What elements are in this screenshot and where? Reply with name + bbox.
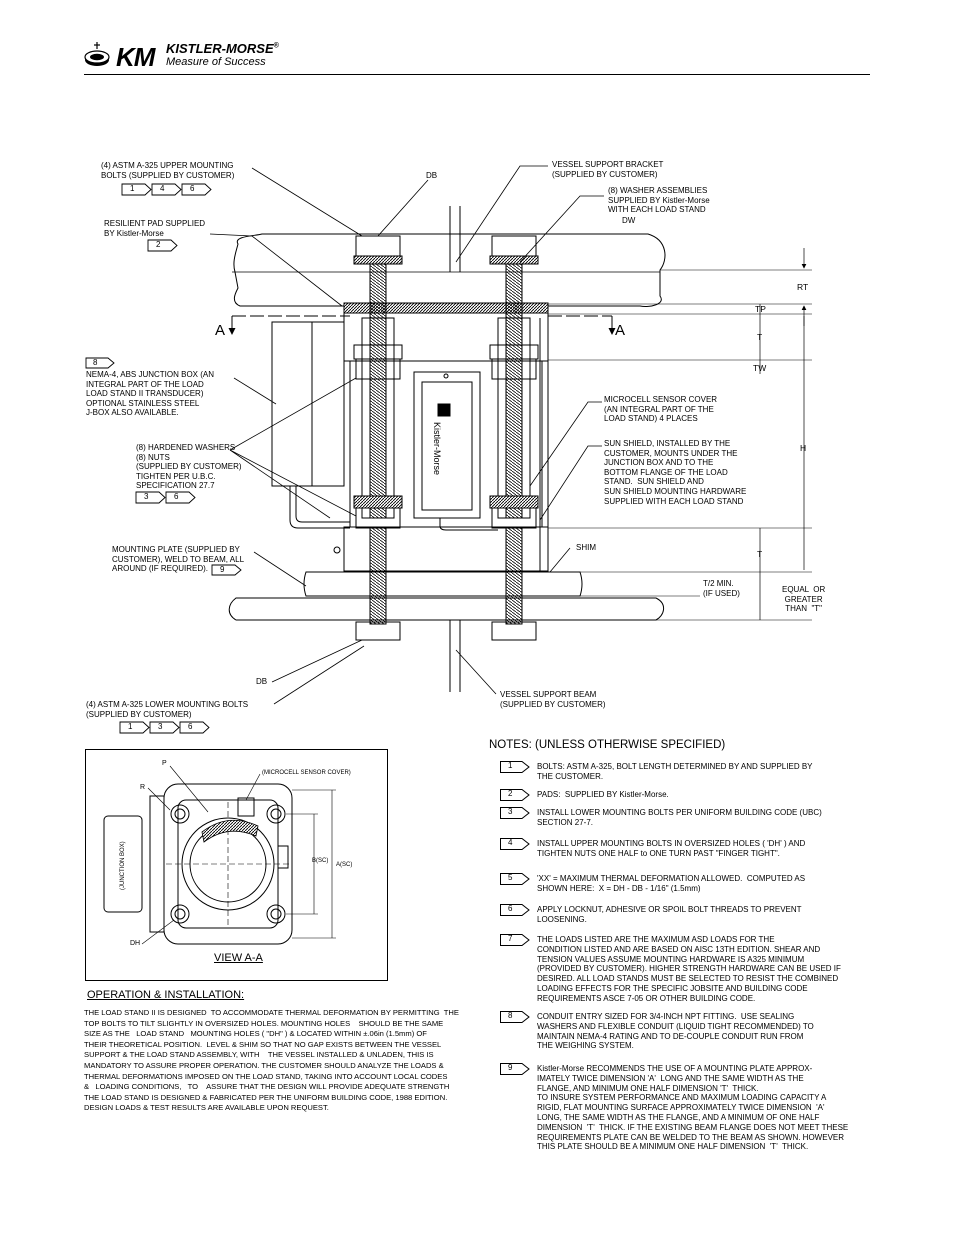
ref-3b: 3 [158,722,163,731]
note-marker [500,838,530,850]
note-number: 6 [508,904,513,913]
view-label-dh: DH [130,940,141,947]
mounting-plate-callout: MOUNTING PLATE (SUPPLIED BY CUSTOMER), W… [112,545,245,574]
note-number: 3 [508,807,513,816]
notes-title: NOTES: (UNLESS OTHERWISE SPECIFIED) [489,739,726,751]
note-marker [500,934,530,946]
brand-mark: KM [116,42,155,72]
note-number: 4 [508,838,513,847]
db-bottom-label: DB [256,677,268,686]
ref-6: 6 [190,184,195,193]
note-marker [500,807,530,819]
ref-2: 2 [156,240,161,249]
resilient-pad-callout: RESILIENT PAD SUPPLIED BY Kistler-Morse [104,219,206,238]
dim-t-top: T [757,332,763,342]
db-top-label: DB [426,171,438,180]
note-number: 8 [508,1011,513,1020]
note-marker [500,1011,530,1023]
washer-assemblies-callout: (8) WASHER ASSEMBLIES SUPPLIED BY Kistle… [608,186,710,215]
view-a-a-drawing [103,765,336,945]
ref-4: 4 [160,184,165,193]
section-a-right: A [615,322,626,339]
device-label: Kistler-Morse [432,422,442,476]
ref-1: 1 [130,184,135,193]
note-text: CONDUIT ENTRY SIZED FOR 3/4-INCH NPT FIT… [537,1012,814,1051]
note-marker [500,873,530,885]
page-header: KM KISTLER-MORSE® Measure of Success [84,36,870,75]
vessel-bracket-top [233,233,666,307]
note-number: 1 [508,761,513,770]
note-number: 5 [508,873,513,882]
view-a-a: P R DH (MICROCELL SENSOR COVER) (JUNCTIO… [85,749,388,981]
view-label-b: B(SC) [312,858,329,864]
vessel-support-beam [228,597,664,621]
dim-tp: TP [755,304,766,314]
vessel-beam-callout: VESSEL SUPPORT BEAM (SUPPLIED BY CUSTOME… [500,690,606,709]
dw-label: DW [622,216,636,225]
junction-box-callout: NEMA-4, ABS JUNCTION BOX (AN INTEGRAL PA… [86,370,215,418]
sunshield-callout: SUN SHIELD, INSTALLED BY THE CUSTOMER, M… [604,439,747,506]
dim-rt: RT [797,282,809,292]
note-text: Kistler-Morse RECOMMENDS THE USE OF A MO… [537,1064,849,1152]
view-label-p: P [162,760,167,767]
view-label-a: A(SC) [336,862,353,868]
section-a-left: A [215,322,226,339]
note-text: THE LOADS LISTED ARE THE MAXIMUM ASD LOA… [537,935,841,1003]
company-tagline: Measure of Success [166,56,266,68]
view-label-r: R [140,784,146,791]
upper-bolts-callout: (4) ASTM A-325 UPPER MOUNTING BOLTS (SUP… [101,161,235,180]
view-label-junction: (JUNCTION BOX) [120,841,126,890]
note-number: 2 [508,789,513,798]
note-marker [500,789,530,801]
operation-body: THE LOAD STAND II IS DESIGNED TO ACCOMMO… [84,1008,459,1113]
note-number: 7 [508,934,513,943]
note-marker [500,904,530,916]
note-number: 9 [508,1063,513,1072]
ref-9: 9 [220,565,225,574]
note-text: INSTALL UPPER MOUNTING BOLTS IN OVERSIZE… [537,839,806,858]
ref-8: 8 [93,358,98,367]
sensor-face [413,371,481,519]
vessel-bracket-callout: VESSEL SUPPORT BRACKET (SUPPLIED BY CUST… [552,160,664,179]
logo-icon [84,42,110,66]
equal-greater-label: EQUAL OR GREATER THAN "T" [782,585,826,614]
ref-6c: 6 [188,722,193,731]
note-marker [500,761,530,773]
shim-label: SHIM [576,543,596,552]
mounting-plate [303,571,583,597]
dim-h: H [800,443,807,453]
dim-tw: TW [753,363,767,373]
hardened-washers-callout: (8) HARDENED WASHERS (8) NUTS (SUPPLIED … [136,443,242,491]
dim-t-bottom: T [757,549,763,559]
company-name: KISTLER-MORSE® [166,41,279,56]
note-text: INSTALL LOWER MOUNTING BOLTS PER UNIFORM… [537,808,822,827]
operation-title: OPERATION & INSTALLATION: [87,989,245,1001]
note-text: BOLTS: ASTM A-325, BOLT LENGTH DETERMINE… [537,762,813,781]
half-t-label: T/2 MIN. (IF USED) [703,579,740,598]
lower-bolts-callout: (4) ASTM A-325 LOWER MOUNTING BOLTS (SUP… [86,700,249,719]
ref-1b: 1 [128,722,133,731]
ref-6b: 6 [174,492,179,501]
junction-box-side [271,321,345,487]
ref-3: 3 [144,492,149,501]
note-text: APPLY LOCKNUT, ADHESIVE OR SPOIL BOLT TH… [537,905,802,924]
note-text: 'XX' = MAXIMUM THERMAL DEFORMATION ALLOW… [537,874,806,893]
note-marker [500,1063,530,1075]
view-label-microcell: (MICROCELL SENSOR COVER) [262,770,351,776]
note-text: PADS: SUPPLIED BY Kistler-Morse. [537,790,669,799]
microcell-callout: MICROCELL SENSOR COVER (AN INTEGRAL PART… [604,395,718,424]
view-title: VIEW A-A [214,952,263,964]
